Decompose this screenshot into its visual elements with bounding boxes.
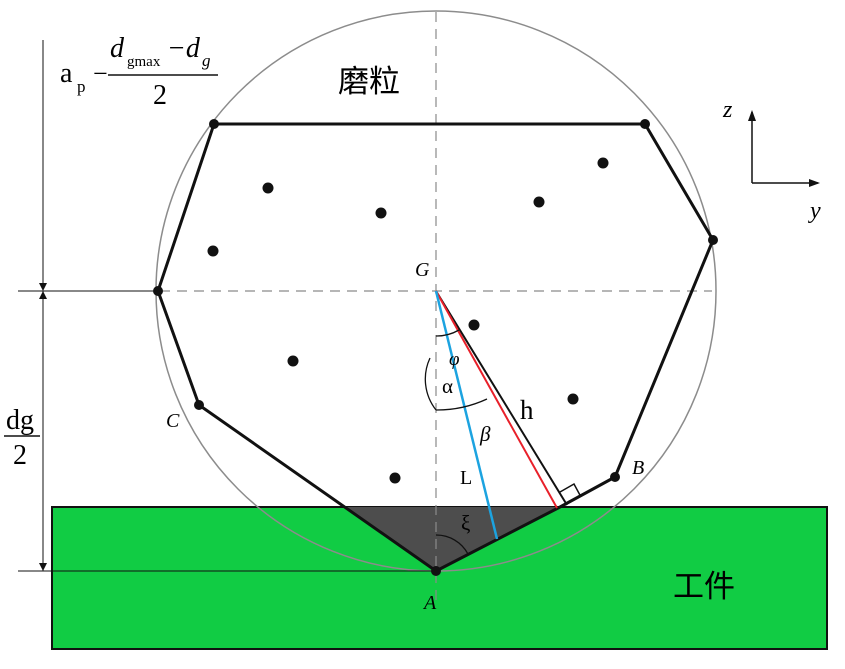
vertex-dot — [640, 119, 650, 129]
arrow-bottom — [39, 563, 47, 571]
formula-d1-sub: gmax — [127, 54, 161, 70]
beta-label: β — [479, 422, 491, 446]
grain-dot — [287, 355, 299, 367]
formula-d1: d — [110, 33, 125, 64]
xi-label: ξ — [461, 511, 470, 535]
right-angle-marker — [559, 482, 582, 498]
grain-dot — [597, 157, 609, 169]
formula-a: a — [60, 58, 73, 89]
grain-dot — [207, 245, 219, 257]
point-B-label: B — [632, 457, 644, 479]
interior-dots — [207, 157, 609, 484]
vertex-dot — [708, 235, 718, 245]
z-arrow-icon — [748, 110, 756, 121]
alpha-label: α — [442, 374, 453, 398]
formula-mid-minus: −d — [167, 33, 201, 64]
workpiece-label: 工件 — [673, 569, 735, 604]
vertex-dot — [209, 119, 219, 129]
point-C-label: C — [166, 410, 180, 432]
grain-dot — [567, 393, 579, 405]
vertex-dot — [194, 400, 204, 410]
blue-line-L — [434, 290, 499, 540]
arrow-up — [39, 283, 47, 291]
y-axis-label: y — [808, 198, 821, 224]
line-h — [435, 290, 568, 506]
h-label: h — [520, 395, 534, 425]
arc-xi — [435, 534, 469, 555]
red-line — [435, 290, 558, 509]
side-formula: dg 2 — [4, 405, 40, 471]
L-label: L — [460, 467, 472, 489]
grain-dot — [375, 207, 387, 219]
side-denominator: 2 — [13, 440, 27, 471]
grain-dot — [533, 196, 545, 208]
side-numerator: dg — [6, 405, 34, 436]
phi-label: φ — [449, 349, 460, 370]
grain-label: 磨粒 — [338, 64, 400, 99]
arrow-down — [39, 291, 47, 299]
point-A-label: A — [422, 592, 437, 614]
formula-denominator: 2 — [153, 80, 167, 111]
arc-phi — [435, 329, 460, 337]
formula-p: p — [77, 77, 86, 96]
vertex-dot — [610, 472, 620, 482]
top-formula: a p − d gmax −d g 2 — [60, 33, 218, 111]
y-arrow-icon — [809, 179, 820, 187]
formula-minus: − — [93, 59, 108, 88]
grain-dot — [468, 319, 480, 331]
point-G-label: G — [415, 259, 430, 281]
grain-dot — [389, 472, 401, 484]
formula-d2-sub: g — [202, 51, 211, 70]
grain-dot — [262, 182, 274, 194]
arc-alpha — [424, 357, 437, 411]
grain-polygon — [156, 122, 715, 573]
arc-alpha-right — [435, 398, 488, 411]
z-axis-label: z — [722, 97, 733, 123]
